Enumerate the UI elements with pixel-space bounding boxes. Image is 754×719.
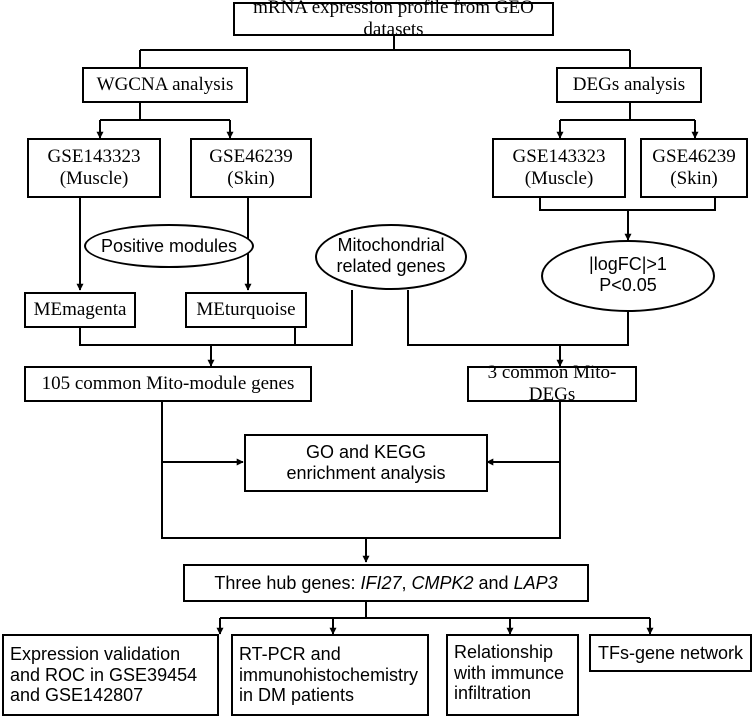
wgcna-label: WGCNA analysis <box>96 74 234 96</box>
common-degs-label: 3 common Mito- DEGs <box>487 362 617 405</box>
threshold-line2: P<0.05 <box>599 274 657 295</box>
connector-root-split <box>139 35 631 68</box>
connector-mito-left <box>295 290 353 346</box>
connector-wgcna-split <box>100 103 230 121</box>
immune-line2: with immunce <box>454 662 565 683</box>
root-label: mRNA expression profile from GEO dataset… <box>253 0 534 40</box>
mito-genes-oval: Mitochondrial related genes <box>315 224 467 290</box>
hub-genes-sep1: , <box>401 572 412 593</box>
hub-gene-ifi27: IFI27 <box>360 572 402 593</box>
gse46239-wgcna-line2: (Skin) <box>227 167 275 189</box>
validation-box: Expression validation and ROC in GSE3945… <box>2 634 219 716</box>
hub-genes-prefix: Three hub genes: <box>214 572 361 593</box>
gse143323-degs-line1: GSE143323 <box>512 146 606 167</box>
tfs-box: TFs-gene network <box>589 634 752 672</box>
gse143323-wgcna-line2: (Muscle) <box>59 167 129 189</box>
mito-genes-line1: Mitochondrial <box>337 235 445 255</box>
immune-line1: Relationship <box>454 642 554 662</box>
rtpcr-line3: in DM patients <box>239 685 355 706</box>
degs-box: DEGs analysis <box>556 67 702 103</box>
rtpcr-box: RT-PCR and immunohistochemistry in DM pa… <box>231 634 429 716</box>
degs-label: DEGs analysis <box>572 74 686 96</box>
meturquoise-label: MEturquoise <box>196 299 296 321</box>
connector-modules-merge <box>79 328 296 346</box>
enrichment-box: GO and KEGG enrichment analysis <box>244 434 488 492</box>
gse46239-degs-line2: (Skin) <box>670 167 718 189</box>
common-module-genes-box: 105 common Mito-module genes <box>24 366 312 402</box>
mito-genes-line2: related genes <box>336 255 446 276</box>
hub-gene-cmpk2: CMPK2 <box>411 572 474 593</box>
threshold-oval: |logFC|>1 P<0.05 <box>541 240 715 312</box>
common-degs-box: 3 common Mito- DEGs <box>467 362 637 405</box>
enrichment-line2: enrichment analysis <box>286 462 446 483</box>
root-box: mRNA expression profile from GEO dataset… <box>233 0 554 40</box>
hub-gene-lap3: LAP3 <box>513 572 558 593</box>
rtpcr-line1: RT-PCR and <box>239 644 341 664</box>
gse143323-degs-line2: (Muscle) <box>524 167 594 189</box>
positive-modules-label: Positive modules <box>100 235 238 256</box>
immune-box: Relationship with immunce infiltration <box>446 634 579 716</box>
immune-line3: infiltration <box>454 683 532 704</box>
wgcna-box: WGCNA analysis <box>82 67 248 103</box>
memagenta-box: MEmagenta <box>24 292 136 328</box>
memagenta-label: MEmagenta <box>33 299 127 321</box>
validation-line1: Expression validation <box>10 644 181 664</box>
meturquoise-box: MEturquoise <box>185 292 307 328</box>
gse46239-wgcna-box: GSE46239 (Skin) <box>190 138 312 198</box>
gse143323-wgcna-line1: GSE143323 <box>47 146 141 167</box>
threshold-line1: |logFC|>1 <box>589 254 667 274</box>
positive-modules-oval: Positive modules <box>84 224 254 268</box>
gse46239-degs-box: GSE46239 (Skin) <box>640 138 748 198</box>
connector-degs-merge <box>539 198 716 211</box>
validation-line3: and GSE142807 <box>10 685 144 706</box>
hub-genes-sep2: and <box>473 572 514 593</box>
connector-threshold-down <box>560 312 629 346</box>
connector-degs-split <box>560 103 695 121</box>
common-module-genes-label: 105 common Mito-module genes <box>41 373 295 395</box>
connector-hub-split <box>220 602 650 619</box>
gse46239-degs-line1: GSE46239 <box>652 146 736 167</box>
validation-line2: and ROC in GSE39454 <box>10 664 198 685</box>
connector-module-genes-down <box>161 402 561 539</box>
enrichment-line1: GO and KEGG <box>305 442 427 462</box>
gse143323-degs-box: GSE143323 (Muscle) <box>492 138 626 198</box>
tfs-label: TFs-gene network <box>597 642 744 663</box>
connector-mito-right <box>407 290 560 346</box>
rtpcr-line2: immunohistochemistry <box>239 664 419 685</box>
hub-genes-box: Three hub genes: IFI27, CMPK2 and LAP3 <box>183 564 589 602</box>
hub-genes-label: Three hub genes: IFI27, CMPK2 and LAP3 <box>214 573 557 594</box>
gse143323-wgcna-box: GSE143323 (Muscle) <box>27 138 161 198</box>
gse46239-wgcna-line1: GSE46239 <box>209 146 293 167</box>
